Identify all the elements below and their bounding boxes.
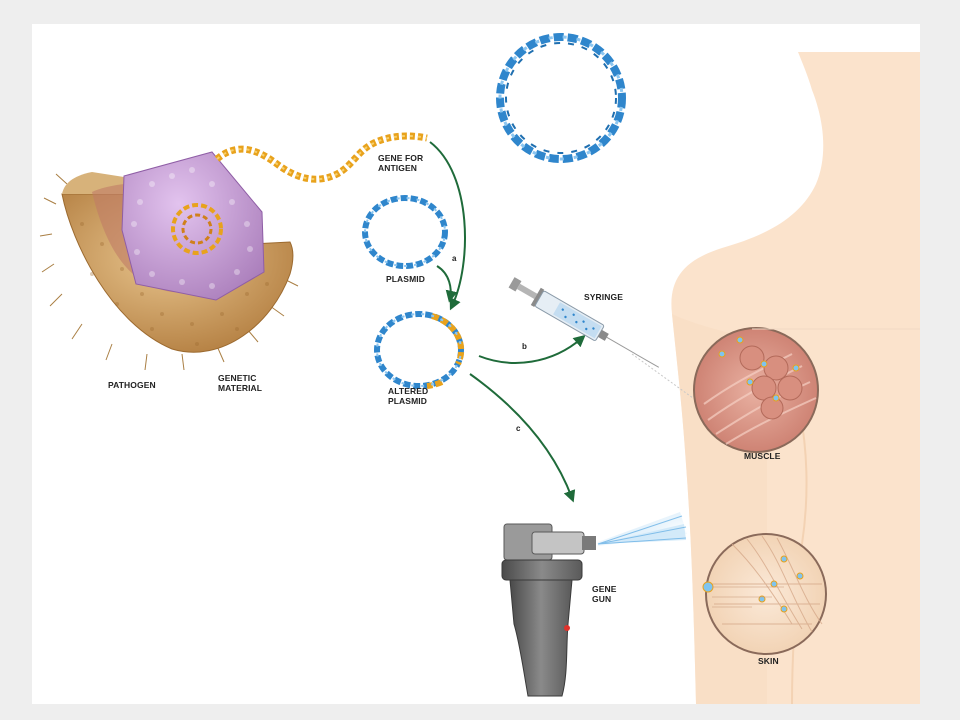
label-altered-plasmid-line2: PLASMID: [388, 396, 427, 406]
label-syringe: SYRINGE: [584, 292, 623, 302]
gene-strand-icon: [214, 132, 428, 183]
diagram-canvas: GENE FOR ANTIGEN a PLASMID ALTERED PLASM…: [32, 24, 920, 704]
arrow-a: [436, 265, 458, 303]
large-plasmid-icon: [496, 33, 626, 163]
process-arrows: [429, 141, 586, 503]
label-altered-plasmid-line1: ALTERED: [388, 386, 429, 396]
skin-cells-magnifier-icon: [702, 533, 827, 655]
label-gene-gun-line2: GUN: [592, 594, 612, 604]
step-c: c: [516, 424, 521, 433]
muscle-fiber-magnifier-icon: [693, 327, 819, 453]
label-genetic-material-line1: GENETIC: [218, 373, 257, 383]
pathogen-virus-icon: [39, 151, 299, 371]
arrow-c: [469, 373, 576, 503]
altered-plasmid-icon: [374, 311, 465, 389]
muscle-cell-markers: [718, 336, 800, 402]
gene-gun-icon: [501, 512, 687, 697]
step-a: a: [452, 254, 457, 263]
label-gene-for-antigen: GENE FOR ANTIGEN: [378, 153, 423, 173]
label-genetic-material-line2: MATERIAL: [218, 383, 263, 393]
label-genetic-material: GENETIC MATERIAL: [218, 373, 262, 393]
label-pathogen: PATHOGEN: [108, 380, 156, 390]
step-b: b: [522, 342, 527, 351]
label-skin: SKIN: [758, 656, 779, 666]
syringe-icon: [508, 277, 660, 368]
label-altered-plasmid: ALTERED PLASMID: [388, 386, 428, 406]
label-plasmid: PLASMID: [386, 274, 425, 284]
label-gene-for-antigen-line1: GENE FOR: [378, 153, 424, 163]
label-gene-gun-line1: GENE: [592, 584, 617, 594]
arrow-b: [478, 334, 586, 364]
label-gene-gun: GENE GUN: [592, 584, 617, 604]
plasmid-ring-icon: [362, 195, 448, 269]
arrow-gene-to-altered: [429, 141, 466, 311]
label-gene-for-antigen-line2: ANTIGEN: [378, 163, 417, 173]
dna-vaccine-diagram: [39, 24, 920, 704]
label-muscle: MUSCLE: [744, 451, 781, 461]
